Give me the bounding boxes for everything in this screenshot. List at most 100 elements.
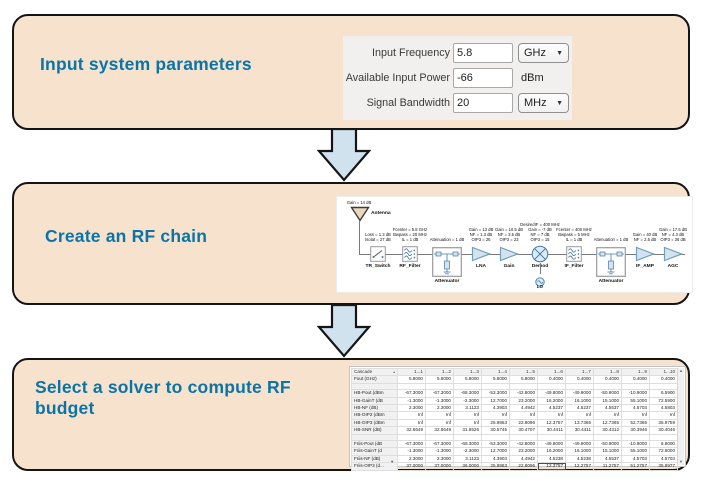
table-cell[interactable]: 2.3000 [425,454,454,464]
column-header-1-6[interactable]: 1...6 [537,367,566,377]
table-cell[interactable]: 4.5703 [649,454,678,464]
column-header-1-10[interactable]: 1...10 [649,367,678,377]
table-cell[interactable]: 3.1123 [453,454,482,464]
table-cell[interactable]: 4.5237 [565,403,594,413]
table-cell[interactable]: 6.8000 [649,440,678,449]
column-header-1-5[interactable]: 1...5 [509,367,538,377]
table-cell[interactable]: 35.9759 [649,418,678,428]
table-cell[interactable]: -42.8000 [509,440,538,449]
table-cell[interactable]: 16.1000 [565,447,594,456]
mhz-unit-dropdown[interactable]: MHz▼ [518,93,569,113]
table-cell[interactable]: 22.8096 [509,418,538,428]
table-cell[interactable]: Inf [565,411,594,420]
table-cell[interactable]: -42.8000 [509,389,538,398]
table-cell[interactable]: -1.3000 [397,447,426,456]
column-header-1-1[interactable]: 1...1 [397,367,426,377]
table-cell[interactable]: 0.4000 [649,375,678,384]
table-cell[interactable]: 2.3000 [397,454,426,464]
table-cell[interactable]: 15.1000 [593,447,622,456]
table-cell[interactable]: Inf [453,411,482,420]
table-cell[interactable]: 12.2757 [565,462,594,471]
table-cell[interactable]: 16.2000 [537,447,566,456]
column-header-1-4[interactable]: 1...4 [481,367,510,377]
table-cell[interactable]: 0.4000 [621,375,650,384]
column-header-1-3[interactable]: 1...3 [453,367,482,377]
table-cell[interactable]: Inf [425,418,454,428]
table-cell[interactable]: Inf [397,411,426,420]
table-cell[interactable]: 12.3757 [537,462,566,471]
table-cell[interactable]: 72.6000 [649,447,678,456]
table-cell[interactable]: 4.4942 [509,403,538,413]
table-cell[interactable]: 25.9863 [481,418,510,428]
table-cell[interactable]: Inf [453,418,482,428]
sort-icon[interactable]: ▴ [393,370,395,374]
column-header-1-8[interactable]: 1...8 [593,367,622,377]
table-cell[interactable]: Inf [593,411,622,420]
table-cell[interactable]: 30.4046 [649,426,678,435]
table-cell[interactable]: 23.2000 [509,447,538,456]
table-cell[interactable]: 0.4000 [565,375,594,384]
table-cell[interactable]: 13.7365 [565,418,594,428]
table-cell[interactable]: 4.5238 [537,454,566,464]
table-cell[interactable]: 4.5537 [593,454,622,464]
table-cell[interactable]: 4.5238 [565,454,594,464]
table-cell[interactable]: -49.9000 [565,389,594,398]
table-cell[interactable]: 5.8000 [397,375,426,384]
table-cell[interactable]: 72.5900 [649,396,678,406]
table-cell[interactable]: -2.3000 [453,396,482,406]
table-cell[interactable]: 30.4411 [537,426,566,435]
table-cell[interactable]: 6.5900 [649,389,678,398]
table-cell[interactable]: 4.3903 [481,403,510,413]
scroll-up-icon[interactable]: ▲ [679,368,683,373]
table-cell[interactable]: Inf [425,411,454,420]
antenna-component[interactable]: Gain = 14 dB Antenna [337,197,401,257]
table-cell[interactable]: 25.9863 [481,462,510,471]
table-cell[interactable]: 32.6649 [425,426,454,435]
table-cell[interactable]: -1.3000 [397,396,426,406]
table-cell[interactable]: 12.7000 [481,447,510,456]
table-cell[interactable]: -67.3000 [425,389,454,398]
table-cell[interactable]: -67.3000 [397,389,426,398]
row-scroll-down-icon[interactable]: ▾ [391,459,394,464]
table-cell[interactable]: -68.3000 [453,389,482,398]
table-cell[interactable]: 31.6526 [453,426,482,435]
table-cell[interactable]: 5.8000 [481,375,510,384]
table-cell[interactable]: Inf [397,418,426,428]
table-cell[interactable]: 12.3757 [537,418,566,428]
table-cell[interactable]: 52.7365 [621,418,650,428]
input-frequency-input[interactable] [453,43,513,63]
table-cell[interactable]: 30.5745 [481,426,510,435]
table-cell[interactable]: Inf [621,411,650,420]
table-cell[interactable]: -10.9000 [621,440,650,449]
table-cell[interactable]: -50.9000 [593,389,622,398]
column-header-1-7[interactable]: 1...7 [565,367,594,377]
table-cell[interactable]: -67.3000 [397,440,426,449]
table-cell[interactable]: -67.3000 [425,440,454,449]
table-cell[interactable]: 5.8000 [453,375,482,384]
table-cell[interactable]: Inf [649,411,678,420]
table-cell[interactable]: Inf [509,411,538,420]
table-cell[interactable]: 12.7000 [481,396,510,406]
table-cell[interactable]: 2.3000 [397,403,426,413]
table-scrollbar[interactable]: ▲ ▼ [677,368,684,465]
table-cell[interactable]: 30.4411 [565,426,594,435]
ghz-unit-dropdown[interactable]: GHz▼ [518,43,569,63]
table-cell[interactable]: Inf [537,411,566,420]
table-cell[interactable]: 4.5237 [537,403,566,413]
table-cell[interactable]: -2.3000 [453,447,482,456]
table-cell[interactable]: 11.2757 [593,462,622,471]
table-cell[interactable]: 4.4942 [509,454,538,464]
table-cell[interactable]: 36.0000 [453,462,482,471]
table-cell[interactable]: 16.2000 [537,396,566,406]
scroll-down-icon[interactable]: ▼ [679,459,683,464]
table-cell[interactable]: 4.5803 [649,403,678,413]
